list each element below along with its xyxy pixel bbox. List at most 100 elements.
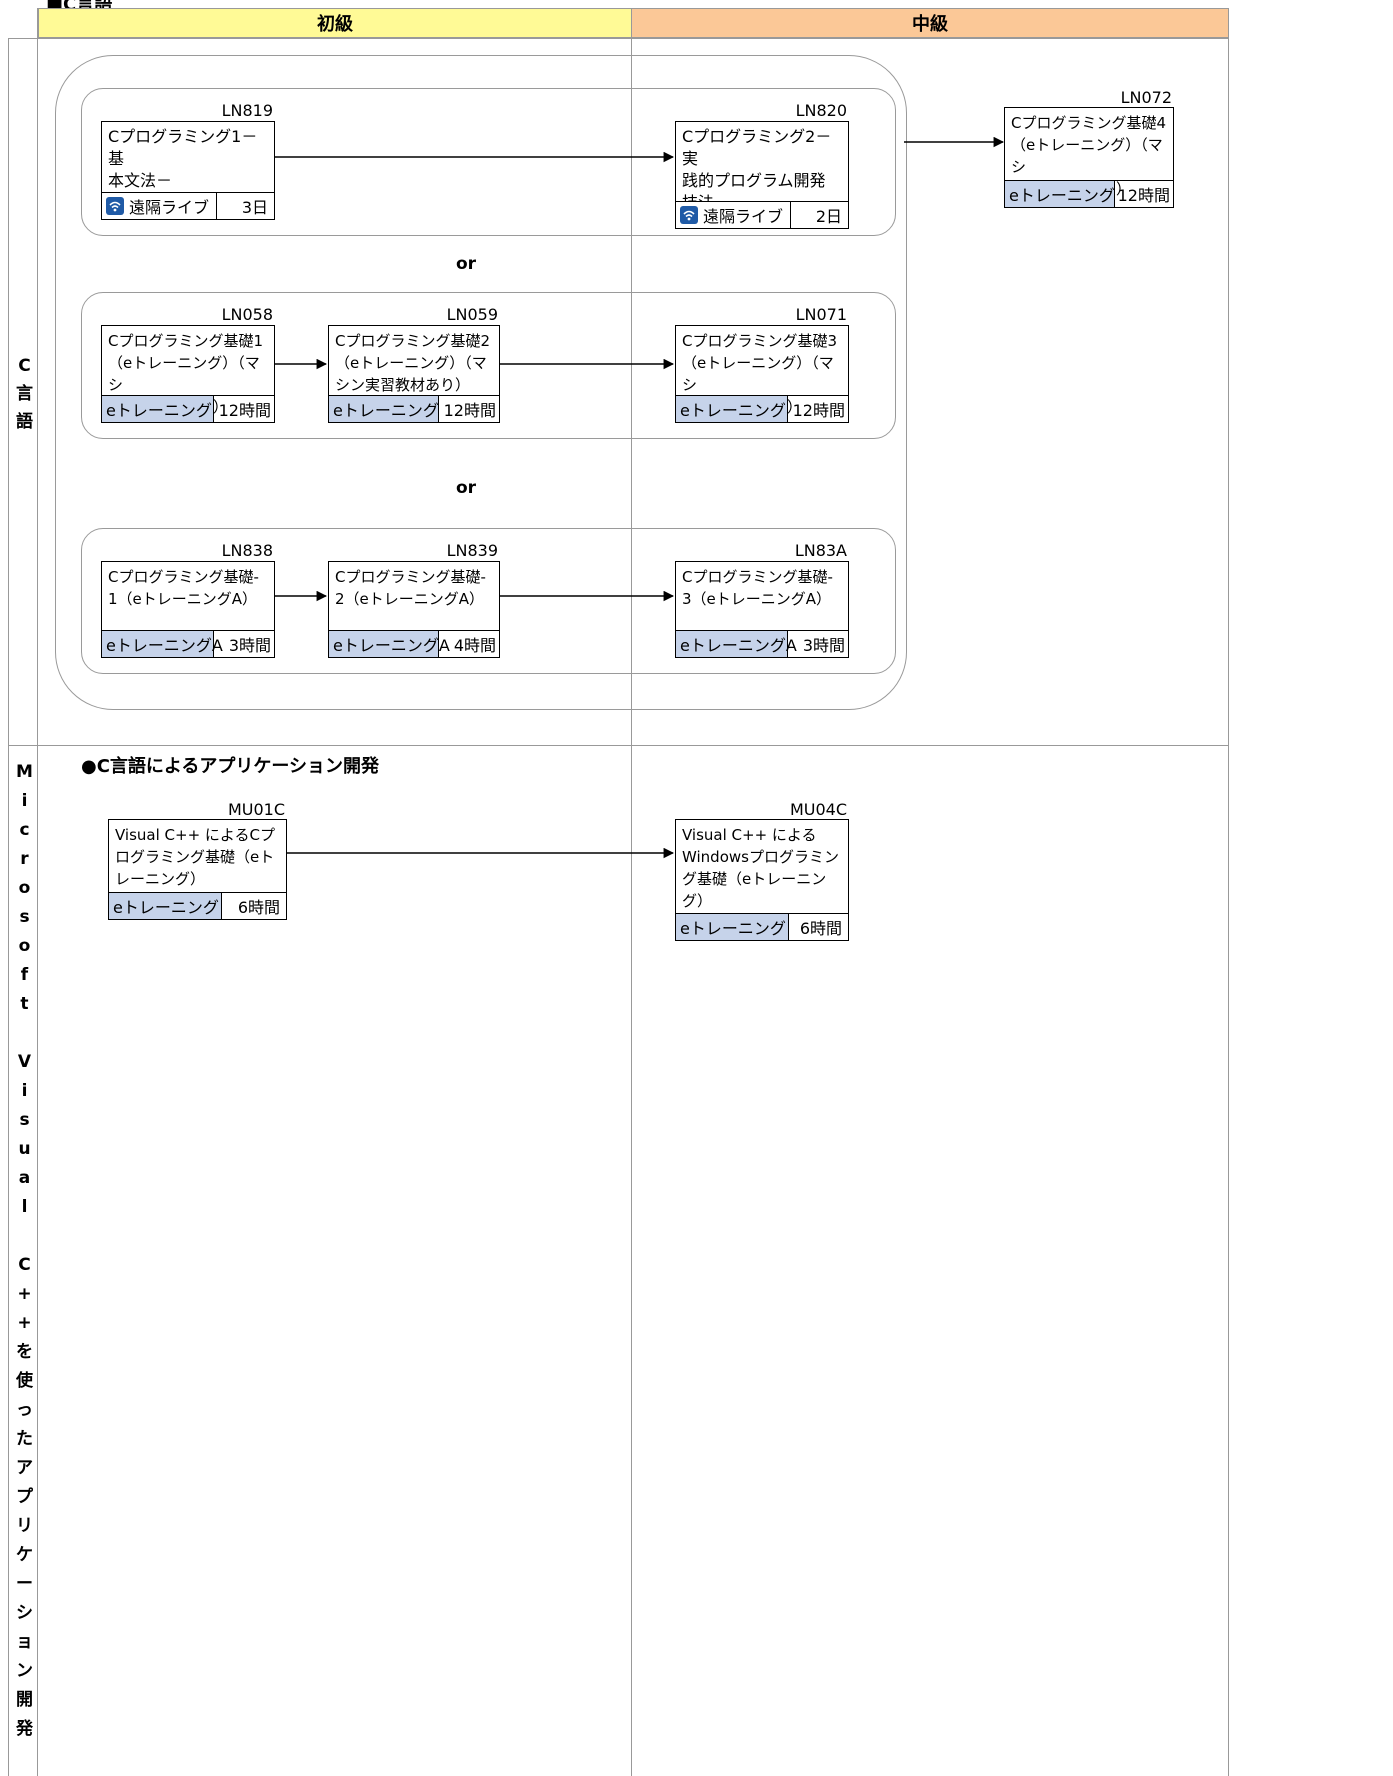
course-type: 遠隔ライブ xyxy=(676,202,791,228)
course-title: Cプログラミング基礎- 3（eトレーニングA） xyxy=(682,568,833,608)
row-label-char: リ xyxy=(16,1516,33,1536)
course-card-ln838[interactable]: Cプログラミング基礎- 1（eトレーニングA） eトレーニングA 3時間 xyxy=(101,561,275,658)
course-type-label: 遠隔ライブ xyxy=(129,198,210,217)
course-code: LN059 xyxy=(446,305,498,324)
row-label-char: 語 xyxy=(16,412,33,432)
row-label-char: シ xyxy=(16,1603,33,1623)
row-label-char: を xyxy=(16,1342,33,1362)
row-label-char: ン xyxy=(16,1661,33,1681)
course-code: LN819 xyxy=(221,101,273,120)
course-type: eトレーニングA xyxy=(329,631,450,657)
wifi-live-icon xyxy=(106,197,124,215)
course-duration: 12時間 xyxy=(218,401,271,420)
course-footer: eトレーニング 6時間 xyxy=(676,913,848,940)
group-etraining-track xyxy=(81,292,896,439)
course-duration: 6時間 xyxy=(237,898,280,917)
grid-top-line xyxy=(8,38,1229,39)
course-duration: 3時間 xyxy=(228,636,271,655)
course-card-ln839[interactable]: Cプログラミング基礎- 2（eトレーニングA） eトレーニングA 4時間 xyxy=(328,561,500,658)
course-footer: 遠隔ライブ 3日 xyxy=(102,192,274,219)
course-title: Cプログラミング2－実 践的プログラム開発 技法－ xyxy=(682,127,832,212)
course-card-ln058[interactable]: Cプログラミング基礎1 （eトレーニング）（マシ ン実習教材あり） eトレーニン… xyxy=(101,325,275,423)
course-footer: eトレーニングA 3時間 xyxy=(102,630,274,657)
row-label-visual-cpp: M i c r o s o f t V i s u a l C + + を 使 … xyxy=(8,758,41,1744)
group-etraining-a-track xyxy=(81,528,896,674)
course-footer: 遠隔ライブ 2日 xyxy=(676,201,848,228)
row-label-char: c xyxy=(19,820,30,840)
grid-label-divider xyxy=(37,8,38,1776)
grid-level-divider xyxy=(631,8,632,1776)
row-label-char: ア xyxy=(16,1458,33,1478)
course-code: LN838 xyxy=(221,541,273,560)
row-label-char: M xyxy=(16,762,33,782)
course-title: Cプログラミング基礎4 （eトレーニング）（マシ ン実習教材あり） xyxy=(1011,114,1167,198)
course-card-ln83a[interactable]: Cプログラミング基礎- 3（eトレーニングA） eトレーニングA 3時間 xyxy=(675,561,849,658)
course-type: eトレーニングA xyxy=(676,631,797,657)
section-title: ●C言語によるアプリケーション開発 xyxy=(81,756,380,777)
course-type: eトレーニング xyxy=(676,396,788,422)
course-code: MU04C xyxy=(789,800,847,819)
row-label-char: r xyxy=(20,849,29,869)
course-type: eトレーニング xyxy=(329,396,439,422)
course-duration: 12時間 xyxy=(443,401,496,420)
row-label-c-language: C 言 語 xyxy=(8,352,41,436)
row-label-char: f xyxy=(20,965,29,985)
course-type: eトレーニング xyxy=(676,914,789,940)
row-label-char: l xyxy=(21,1197,28,1217)
course-type: eトレーニングA xyxy=(102,631,223,657)
course-type: eトレーニング xyxy=(102,396,214,422)
course-title: Cプログラミング1－基 本文法－ xyxy=(108,127,258,190)
row-label-char: V xyxy=(17,1052,32,1072)
or-separator: or xyxy=(455,478,477,498)
course-card-ln820[interactable]: Cプログラミング2－実 践的プログラム開発 技法－ 遠隔ライブ 2日 xyxy=(675,121,849,229)
wifi-live-icon xyxy=(680,206,698,224)
row-label-char: C xyxy=(18,356,31,376)
course-duration: 12時間 xyxy=(792,401,845,420)
row-label-char: C xyxy=(18,1255,31,1275)
row-label-char: っ xyxy=(16,1400,33,1420)
course-code: LN83A xyxy=(794,541,847,560)
course-card-mu01c[interactable]: Visual C++ によるCプ ログラミング基礎（eト レーニング） eトレー… xyxy=(108,819,287,920)
course-card-mu04c[interactable]: Visual C++ による Windowsプログラミン グ基礎（eトレーニン … xyxy=(675,819,849,941)
course-code: MU01C xyxy=(227,800,285,819)
row-label-char: 開 xyxy=(16,1690,33,1710)
grid-right-line xyxy=(1228,8,1229,1776)
row-label-char: 言 xyxy=(16,384,33,404)
course-title: Cプログラミング基礎- 2（eトレーニングA） xyxy=(335,568,486,608)
course-title: Visual C++ によるCプ ログラミング基礎（eト レーニング） xyxy=(115,826,275,888)
row-label-char: i xyxy=(21,791,28,811)
course-code: LN071 xyxy=(795,305,847,324)
row-label-char: a xyxy=(18,1168,31,1188)
course-footer: eトレーニング 6時間 xyxy=(109,892,286,919)
course-duration: 12時間 xyxy=(1117,186,1170,205)
row-label-char: ョ xyxy=(16,1632,33,1652)
course-card-ln071[interactable]: Cプログラミング基礎3 （eトレーニング）（マシ ン実習教材あり） eトレーニン… xyxy=(675,325,849,423)
row-label-char: ー xyxy=(16,1574,33,1594)
course-type-label: 遠隔ライブ xyxy=(703,207,784,226)
row-label-char: た xyxy=(16,1429,33,1449)
course-card-ln072[interactable]: Cプログラミング基礎4 （eトレーニング）（マシ ン実習教材あり） eトレーニン… xyxy=(1004,107,1174,208)
row-label-char: t xyxy=(20,994,29,1014)
grid-row-divider xyxy=(8,745,1229,746)
course-card-ln059[interactable]: Cプログラミング基礎2 （eトレーニング）（マ シン実習教材あり） eトレーニン… xyxy=(328,325,500,423)
course-title: Cプログラミング基礎2 （eトレーニング）（マ シン実習教材あり） xyxy=(335,332,491,394)
course-footer: eトレーニング 12時間 xyxy=(676,395,848,422)
course-code: LN820 xyxy=(795,101,847,120)
course-type: eトレーニング xyxy=(109,893,222,919)
course-card-ln819[interactable]: Cプログラミング1－基 本文法－ 遠隔ライブ 3日 xyxy=(101,121,275,220)
course-duration: 6時間 xyxy=(799,919,842,938)
group-live-track xyxy=(81,88,896,236)
grid-left-line xyxy=(8,38,9,1776)
row-label-char: + xyxy=(17,1313,32,1333)
course-title: Visual C++ による Windowsプログラミン グ基礎（eトレーニン … xyxy=(682,826,839,910)
course-duration: 3時間 xyxy=(802,636,845,655)
course-footer: eトレーニング 12時間 xyxy=(102,395,274,422)
course-code: LN072 xyxy=(1120,88,1172,107)
row-label-char: プ xyxy=(16,1487,33,1507)
alternatives-container xyxy=(55,55,907,710)
course-footer: eトレーニング 12時間 xyxy=(329,395,499,422)
row-label-char: o xyxy=(18,878,31,898)
row-label-char: 発 xyxy=(16,1719,33,1739)
course-code: LN058 xyxy=(221,305,273,324)
row-label-char: u xyxy=(18,1139,31,1159)
